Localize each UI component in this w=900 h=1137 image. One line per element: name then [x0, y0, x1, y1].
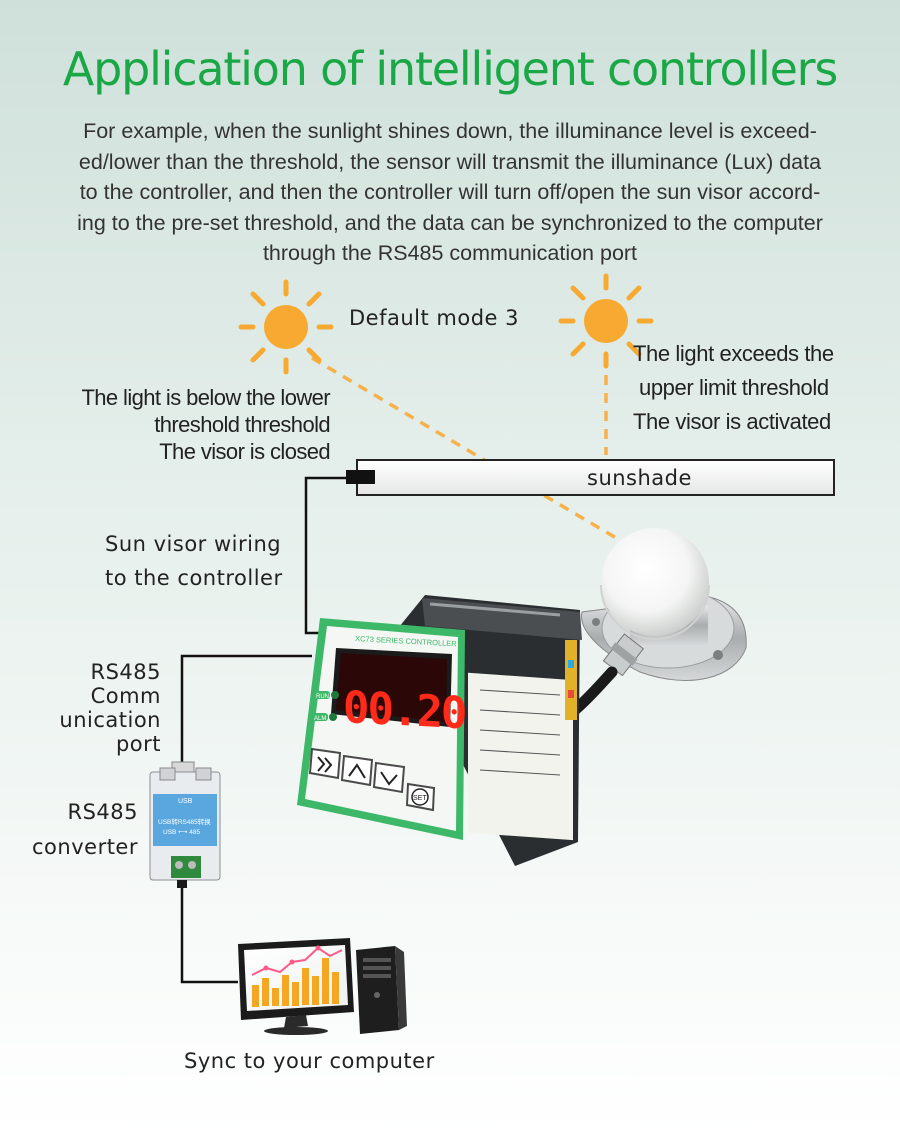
indicator-label-alm: ALM: [314, 716, 326, 722]
sunshade-label: sunshade: [587, 466, 692, 490]
left-condition-line: The visor is closed: [159, 439, 330, 464]
computer-label: Sync to your computer: [184, 1049, 435, 1073]
wire-sunshade: [304, 476, 355, 635]
rs485-port-line: unication: [59, 708, 161, 732]
set-button-label: SET: [413, 795, 427, 802]
converter-arrow-text: USB ⟷ 485: [163, 829, 201, 836]
intro-line: ing to the pre-set threshold, and the da…: [77, 210, 823, 235]
converter-label-line: converter: [32, 835, 138, 859]
left-condition-line: The light is below the lower: [81, 385, 330, 410]
rs485-port-line: RS485: [90, 660, 161, 684]
wire-rs485: [180, 654, 312, 765]
indicator-lights: RUN ALM: [312, 691, 339, 722]
led-display: 00.20: [343, 682, 465, 739]
wiring-label-line: Sun visor wiring: [105, 532, 282, 556]
intro-line: ed/lower than the threshold, the sensor …: [78, 149, 822, 174]
rs485-port-line: Comm: [90, 684, 161, 708]
light-ray-left: [311, 356, 629, 547]
intro-paragraph: For example, when the sunlight shines do…: [40, 116, 860, 269]
intro-line: For example, when the sunlight shines do…: [83, 119, 817, 143]
right-condition-line: upper limit threshold: [639, 375, 829, 400]
left-condition-line: threshold threshold: [154, 412, 330, 437]
right-condition-line: The light exceeds the: [633, 341, 834, 366]
wiring-label: Sun visor wiring to the controller: [105, 527, 283, 595]
right-condition-label: The light exceeds the upper limit thresh…: [633, 337, 895, 439]
sun-right-icon: [558, 273, 654, 369]
sunshade-bar: [346, 459, 835, 496]
chevron-down-icon[interactable]: [372, 761, 406, 794]
page-title: Application of intelligent controllers: [62, 42, 839, 96]
left-condition-label: The light is below the lower threshold t…: [20, 384, 330, 465]
converter-usb-text: USB: [178, 798, 193, 805]
converter-label: RS485 converter: [20, 795, 138, 865]
wire-computer: [180, 887, 238, 984]
light-sensor: [569, 528, 747, 716]
computer-tower: [356, 946, 407, 1034]
intro-line: to the controller, and then the controll…: [79, 180, 821, 204]
computer-icon: [238, 938, 407, 1035]
rs485-converter-device: USB USB转RS485转换 USB ⟷ 485: [149, 761, 221, 888]
converter-model-text: USB转RS485转换: [158, 817, 211, 826]
double-chevron-right-icon[interactable]: [308, 747, 342, 780]
chevron-up-icon[interactable]: [340, 754, 374, 787]
rs485-port-line: port: [115, 732, 161, 756]
rs485-port-label: RS485 Comm unication port: [20, 660, 161, 756]
wiring-label-line: to the controller: [105, 566, 283, 590]
mode-label: Default mode 3: [349, 306, 519, 330]
set-button[interactable]: SET: [405, 782, 436, 812]
converter-label-line: RS485: [67, 800, 138, 824]
right-condition-line: The visor is activated: [633, 409, 831, 434]
sun-left-icon: [238, 279, 334, 375]
controller-device: 00.20 XC73 SERIES CONTROLLER RUN ALM SE: [297, 595, 582, 866]
indicator-label-run: RUN: [316, 694, 329, 700]
monitor: [238, 938, 354, 1035]
intro-line: through the RS485 communication port: [262, 241, 638, 265]
